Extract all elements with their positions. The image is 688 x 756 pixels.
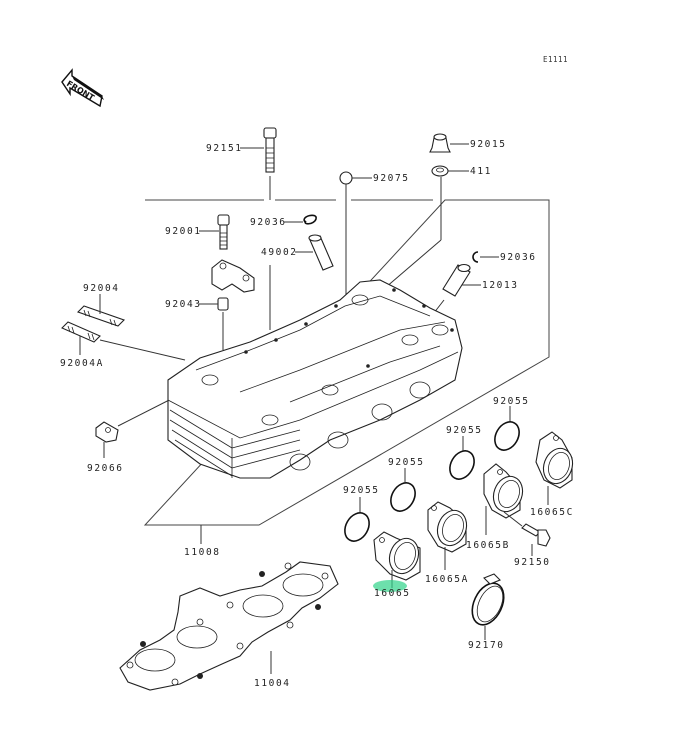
label-92055-a: 92055 xyxy=(343,485,380,496)
label-92001: 92001 xyxy=(165,226,202,237)
part-16065[interactable]: 16065 xyxy=(373,531,423,599)
part-92001[interactable]: 92001 xyxy=(165,214,230,250)
part-11008[interactable]: 11008 xyxy=(184,525,221,558)
label-16065: 16065 xyxy=(374,588,411,599)
part-16065C[interactable]: 16065C xyxy=(530,431,577,518)
label-92036-upper: 92036 xyxy=(250,217,287,228)
label-16065A: 16065A xyxy=(425,574,469,585)
part-411[interactable]: 411 xyxy=(384,165,492,289)
part-16065A[interactable]: 16065A xyxy=(425,501,471,585)
label-12013: 12013 xyxy=(482,280,519,291)
part-92043[interactable]: 92043 xyxy=(165,297,229,350)
label-92055-d: 92055 xyxy=(493,396,530,407)
label-92055-b: 92055 xyxy=(388,457,425,468)
label-92036-right: 92036 xyxy=(500,252,537,263)
diagram-code: E1111 xyxy=(543,55,568,64)
label-11008: 11008 xyxy=(184,547,221,558)
label-92151: 92151 xyxy=(206,143,243,154)
label-92150: 92150 xyxy=(514,557,551,568)
label-92004A: 92004A xyxy=(60,358,104,369)
label-49002: 49002 xyxy=(261,247,298,258)
label-92043: 92043 xyxy=(165,299,202,310)
part-16065B[interactable]: 16065B xyxy=(466,463,527,551)
part-92055-d[interactable]: 92055 xyxy=(490,396,530,454)
label-411: 411 xyxy=(470,166,492,177)
part-92036-upper[interactable]: 92036 xyxy=(250,214,317,228)
label-92066: 92066 xyxy=(87,463,124,474)
label-92004: 92004 xyxy=(83,283,120,294)
label-92055-c: 92055 xyxy=(446,425,483,436)
part-92170[interactable]: 92170 xyxy=(466,573,510,651)
part-92015[interactable]: 92015 xyxy=(429,133,507,153)
part-12013[interactable]: 12013 xyxy=(429,263,519,319)
part-49002[interactable]: 49002 xyxy=(261,234,334,330)
label-92075: 92075 xyxy=(373,173,410,184)
front-arrow-icon: FRONT xyxy=(61,68,104,108)
label-16065B: 16065B xyxy=(466,540,510,551)
part-92036-right[interactable]: 92036 xyxy=(472,251,537,263)
part-92004[interactable]: 92004 xyxy=(76,283,126,327)
part-92004A[interactable]: 92004A xyxy=(60,321,186,369)
part-92055-c[interactable]: 92055 xyxy=(445,425,483,483)
part-92150[interactable]: 92150 xyxy=(503,511,551,568)
label-11004: 11004 xyxy=(254,678,291,689)
cylinder-head-group-outline xyxy=(143,199,550,526)
part-92151[interactable]: 92151 xyxy=(206,127,277,200)
part-cam-cap xyxy=(211,259,255,293)
part-92055-b[interactable]: 92055 xyxy=(386,457,425,515)
highlight-marker xyxy=(373,580,407,592)
label-92170: 92170 xyxy=(468,640,505,651)
part-92055-a[interactable]: 92055 xyxy=(340,485,380,545)
part-11004[interactable]: 11004 xyxy=(119,561,339,691)
cylinder-head xyxy=(167,279,463,479)
label-92015: 92015 xyxy=(470,139,507,150)
label-16065C: 16065C xyxy=(530,507,574,518)
